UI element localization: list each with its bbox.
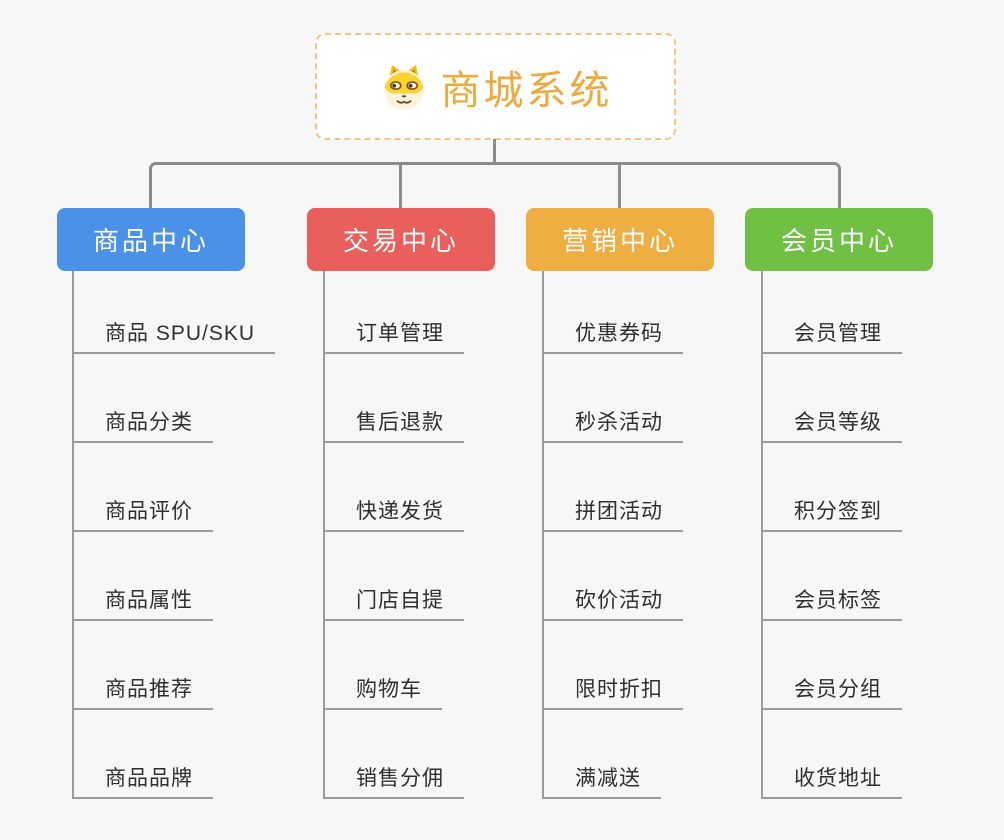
branch-header-trade-center[interactable]: 交易中心 xyxy=(307,208,495,271)
branch-item[interactable]: 商品推荐 xyxy=(72,676,213,710)
branch-trunk-product xyxy=(72,271,74,799)
branch-item[interactable]: 秒杀活动 xyxy=(542,409,683,443)
branch-item[interactable]: 会员分组 xyxy=(761,676,902,710)
branch-item[interactable]: 商品评价 xyxy=(72,498,213,532)
doge-icon xyxy=(379,63,429,111)
connector-rail-right xyxy=(494,162,841,209)
root-title: 商城系统 xyxy=(440,68,613,113)
branch-item[interactable]: 会员管理 xyxy=(761,320,902,354)
branch-item[interactable]: 商品 SPU/SKU xyxy=(72,320,276,354)
branch-item[interactable]: 售后退款 xyxy=(323,409,464,443)
branch-item[interactable]: 门店自提 xyxy=(323,587,464,621)
branch-item[interactable]: 商品分类 xyxy=(72,409,213,443)
connector-drop-branch3 xyxy=(618,164,621,209)
branch-item[interactable]: 拼团活动 xyxy=(542,498,683,532)
branch-item[interactable]: 会员等级 xyxy=(761,409,902,443)
branch-item[interactable]: 销售分佣 xyxy=(323,765,464,799)
branch-item[interactable]: 会员标签 xyxy=(761,587,902,621)
branch-trunk-trade xyxy=(323,271,325,799)
root-node[interactable]: 商城系统 xyxy=(315,33,676,140)
branch-item[interactable]: 收货地址 xyxy=(761,765,902,799)
branch-header-marketing-center[interactable]: 营销中心 xyxy=(526,208,714,271)
branch-item[interactable]: 限时折扣 xyxy=(542,676,683,710)
branch-trunk-marketing xyxy=(542,271,544,799)
branch-header-product-center[interactable]: 商品中心 xyxy=(57,208,245,271)
connector-root-stub xyxy=(493,139,496,165)
branch-trunk-member xyxy=(761,271,763,799)
branch-item[interactable]: 满减送 xyxy=(542,765,661,799)
branch-item[interactable]: 砍价活动 xyxy=(542,587,683,621)
connector-rail-left xyxy=(149,162,496,209)
connector-drop-branch2 xyxy=(399,164,402,209)
branch-item[interactable]: 订单管理 xyxy=(323,320,464,354)
branch-item[interactable]: 积分签到 xyxy=(761,498,902,532)
branch-item[interactable]: 商品属性 xyxy=(72,587,213,621)
branch-item[interactable]: 快递发货 xyxy=(323,498,464,532)
branch-header-member-center[interactable]: 会员中心 xyxy=(745,208,933,271)
branch-item[interactable]: 优惠券码 xyxy=(542,320,683,354)
branch-item[interactable]: 商品品牌 xyxy=(72,765,213,799)
branch-item[interactable]: 购物车 xyxy=(323,676,442,710)
